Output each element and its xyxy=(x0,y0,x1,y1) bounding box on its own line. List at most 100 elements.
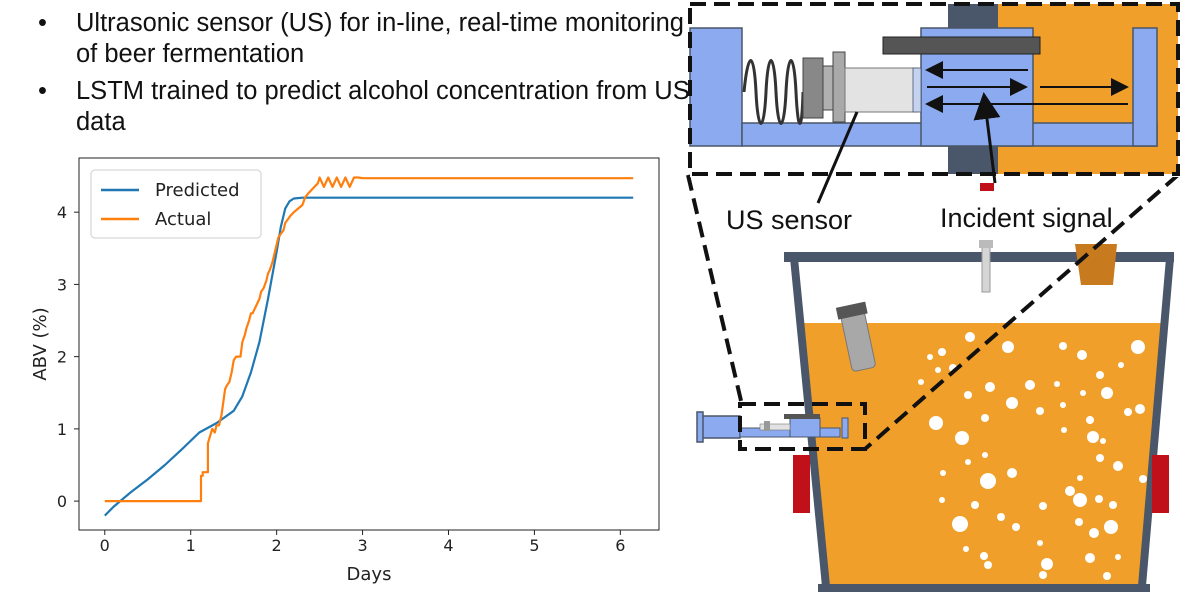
bubble xyxy=(1060,402,1066,408)
bubble xyxy=(984,561,992,569)
signal-pointer xyxy=(973,92,1001,184)
bubble xyxy=(1095,495,1103,503)
bubble xyxy=(1131,340,1145,354)
transducer-ring xyxy=(802,57,824,119)
bubble xyxy=(963,546,969,552)
bubble xyxy=(1109,501,1117,509)
x-tick-label: 4 xyxy=(443,536,453,555)
sensor-zoom-inset xyxy=(688,0,1190,191)
bubble xyxy=(927,354,933,360)
bubble xyxy=(918,379,924,385)
sensor-cover-plate xyxy=(882,36,1041,55)
bubble xyxy=(938,348,946,356)
clamp-right xyxy=(1152,455,1169,513)
bubble xyxy=(1139,475,1147,483)
transducer-flange xyxy=(832,51,846,123)
clamp-left xyxy=(793,455,810,513)
airlock-cork xyxy=(1075,244,1117,285)
bubble xyxy=(1041,558,1053,570)
bubble xyxy=(980,473,996,489)
bullet-dot-icon: • xyxy=(38,9,47,37)
zoom-connector-right xyxy=(863,173,1180,451)
y-tick-label: 0 xyxy=(57,492,67,511)
bubble xyxy=(939,497,945,503)
transducer-rod xyxy=(844,67,918,113)
x-axis-label: Days xyxy=(347,564,392,585)
sample-vial xyxy=(835,301,876,372)
x-tick-label: 6 xyxy=(615,536,625,555)
us-sensor-small xyxy=(696,411,849,443)
us-sensor-label: US sensor xyxy=(726,205,853,235)
x-tick-label: 3 xyxy=(357,536,367,555)
bubble xyxy=(929,416,943,430)
bubble xyxy=(1096,371,1104,379)
bubble xyxy=(1006,397,1018,409)
bubble xyxy=(1039,571,1047,579)
bubble xyxy=(1101,387,1113,399)
bubble xyxy=(1037,540,1043,546)
legend-label: Actual xyxy=(155,209,211,230)
bullet-dot-icon: • xyxy=(38,77,47,105)
bubble xyxy=(981,414,989,422)
x-tick-label: 2 xyxy=(272,536,282,555)
beer-liquid xyxy=(800,323,1164,588)
bubble xyxy=(1118,362,1124,368)
legend-box xyxy=(90,169,262,239)
bubble xyxy=(1089,528,1099,538)
bubble xyxy=(1036,407,1044,415)
bubble xyxy=(971,501,979,509)
bubble xyxy=(940,470,946,476)
legend-label: Predicted xyxy=(155,180,240,201)
thermometer-cap xyxy=(979,240,993,248)
bubble xyxy=(955,431,969,445)
bubble xyxy=(1077,475,1083,481)
sensor-body-right xyxy=(1132,27,1158,147)
bubble xyxy=(1012,523,1020,531)
bubble xyxy=(1135,404,1145,414)
bubble xyxy=(1124,408,1132,416)
zoom-inset-frame xyxy=(688,2,1180,176)
x-tick-label: 0 xyxy=(100,536,110,555)
bubble xyxy=(1025,380,1035,390)
zoom-connector-left xyxy=(686,174,744,406)
sensor-pointer xyxy=(816,111,859,204)
bubble xyxy=(985,382,995,392)
incident-signal-label: Incident signal xyxy=(940,203,1113,233)
transducer-nut xyxy=(822,65,834,111)
series-line-actual xyxy=(104,176,634,503)
y-tick-label: 3 xyxy=(57,275,67,294)
inset-clamp xyxy=(980,183,994,191)
y-axis-label: ABV (%) xyxy=(30,307,51,380)
transducer-face xyxy=(912,67,922,113)
bullet-item: • LSTM trained to predict alcohol concent… xyxy=(30,76,690,138)
bubble xyxy=(952,516,968,532)
bubble xyxy=(1073,493,1087,507)
x-tick-label: 1 xyxy=(186,536,196,555)
bubble xyxy=(965,332,975,342)
bubble xyxy=(1077,350,1087,360)
co2-bubbles xyxy=(918,332,1147,580)
bubble xyxy=(1054,381,1060,387)
y-tick-label: 1 xyxy=(57,420,67,439)
fermenter-tank xyxy=(784,240,1174,592)
bubble xyxy=(1087,431,1099,443)
tank-bottom xyxy=(818,584,1150,592)
tank-lid xyxy=(784,252,1174,262)
bubble xyxy=(997,513,1005,521)
bullet-text: LSTM trained to predict alcohol concentr… xyxy=(76,77,690,136)
tank-wall-right xyxy=(1138,258,1174,586)
bullet-text: Ultrasonic sensor (US) for in-line, real… xyxy=(76,9,684,68)
bubble xyxy=(1061,427,1067,433)
y-tick-label: 4 xyxy=(57,203,67,222)
bubble xyxy=(1103,572,1111,580)
y-tick-label: 2 xyxy=(57,348,67,367)
bubble xyxy=(965,459,971,465)
bullet-list: • Ultrasonic sensor (US) for in-line, rea… xyxy=(30,8,690,144)
zoom-source-box xyxy=(738,402,867,451)
bubble xyxy=(1115,554,1121,560)
thermometer-probe xyxy=(981,243,991,293)
bubble xyxy=(964,391,972,399)
bubble xyxy=(935,367,941,373)
bubble xyxy=(1085,553,1095,563)
